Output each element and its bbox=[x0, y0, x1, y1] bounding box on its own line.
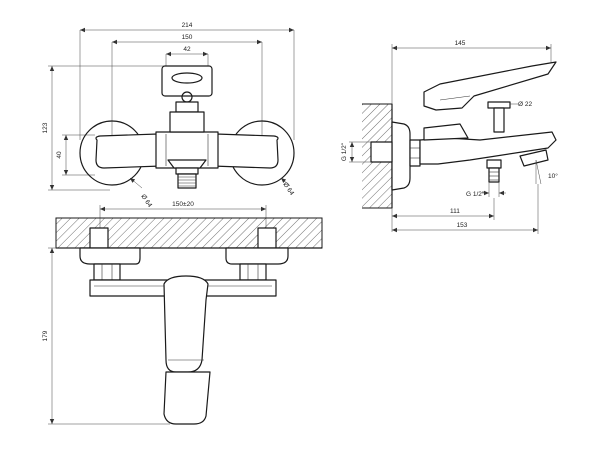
dim-label-42: 42 bbox=[183, 46, 191, 53]
outlet-thread bbox=[177, 173, 197, 189]
side-diverter-cap bbox=[487, 101, 511, 109]
dim-front-body-height: 40 bbox=[56, 134, 95, 176]
top-left-nut bbox=[93, 263, 121, 281]
top-view: 150±20 179 bbox=[42, 201, 323, 425]
top-right-inlet bbox=[257, 227, 277, 249]
dim-label-inlet-thread: G 1/2" bbox=[341, 142, 348, 161]
side-shower-outlet-nut bbox=[486, 159, 502, 169]
dim-label-150: 150 bbox=[182, 34, 193, 41]
dim-front-center-distance: 150 bbox=[111, 34, 263, 140]
top-left-inlet bbox=[89, 227, 109, 249]
dim-top-length: 179 bbox=[42, 247, 170, 425]
dim-label-40: 40 bbox=[56, 151, 63, 159]
side-diverter-stem bbox=[493, 107, 505, 133]
side-view: 145 Ø 22 10° bbox=[341, 40, 558, 234]
dim-label-214: 214 bbox=[182, 22, 193, 29]
dim-label-diameter-22: Ø 22 bbox=[518, 101, 532, 108]
dim-side-inlet-thread: G 1/2" bbox=[341, 141, 371, 163]
dim-label-right-diameter: Ø 64 bbox=[281, 181, 295, 197]
diverter-stem bbox=[175, 101, 199, 113]
lever-handle bbox=[161, 65, 213, 97]
dim-label-111: 111 bbox=[450, 208, 460, 215]
body-left bbox=[95, 133, 163, 169]
side-body-top bbox=[423, 123, 469, 141]
dim-label-outlet-thread: G 1/2" bbox=[466, 191, 485, 198]
lever-indicator bbox=[171, 72, 203, 84]
dim-front-overall-width: 214 bbox=[79, 22, 295, 140]
dim-label-145: 145 bbox=[455, 40, 466, 47]
dim-front-right-diameter: Ø 64 bbox=[280, 177, 295, 197]
dim-front-height: 123 bbox=[42, 65, 165, 191]
dim-label-left-diameter: Ø 64 bbox=[139, 193, 153, 209]
dim-front-left-diameter: Ø 64 bbox=[129, 177, 153, 209]
dim-label-123: 123 bbox=[42, 122, 49, 133]
dim-side-spout-angle: 10° bbox=[535, 159, 558, 185]
side-inlet-nipple bbox=[370, 141, 393, 163]
side-shower-outlet-thread bbox=[488, 167, 500, 183]
top-handle bbox=[163, 275, 209, 373]
top-spout bbox=[163, 371, 211, 425]
outlet-collar bbox=[167, 159, 207, 169]
side-escutcheon bbox=[391, 121, 411, 191]
outlet-nut bbox=[175, 167, 199, 175]
body-right bbox=[211, 133, 279, 169]
top-left-escutcheon bbox=[79, 247, 141, 265]
dim-side-depth-153: 153 bbox=[392, 184, 539, 234]
top-right-nut bbox=[239, 263, 267, 281]
dim-side-outlet-diameter: Ø 22 bbox=[510, 101, 532, 108]
side-inlet-nut bbox=[409, 139, 421, 167]
cartridge-housing bbox=[169, 111, 205, 133]
dim-label-angle: 10° bbox=[548, 172, 558, 180]
top-right-escutcheon bbox=[225, 247, 289, 265]
front-view: 214 150 42 123 40 bbox=[42, 22, 295, 209]
dim-label-153: 153 bbox=[457, 222, 468, 229]
side-spout-aerator bbox=[519, 149, 549, 167]
dim-side-depth-111: 111 bbox=[391, 198, 495, 232]
dim-label-179: 179 bbox=[42, 330, 49, 341]
dim-side-outlet-thread: G 1/2" bbox=[466, 182, 506, 198]
dim-label-150-20: 150±20 bbox=[172, 201, 194, 208]
dim-side-depth-145: 145 bbox=[391, 40, 552, 104]
side-body bbox=[419, 131, 557, 165]
